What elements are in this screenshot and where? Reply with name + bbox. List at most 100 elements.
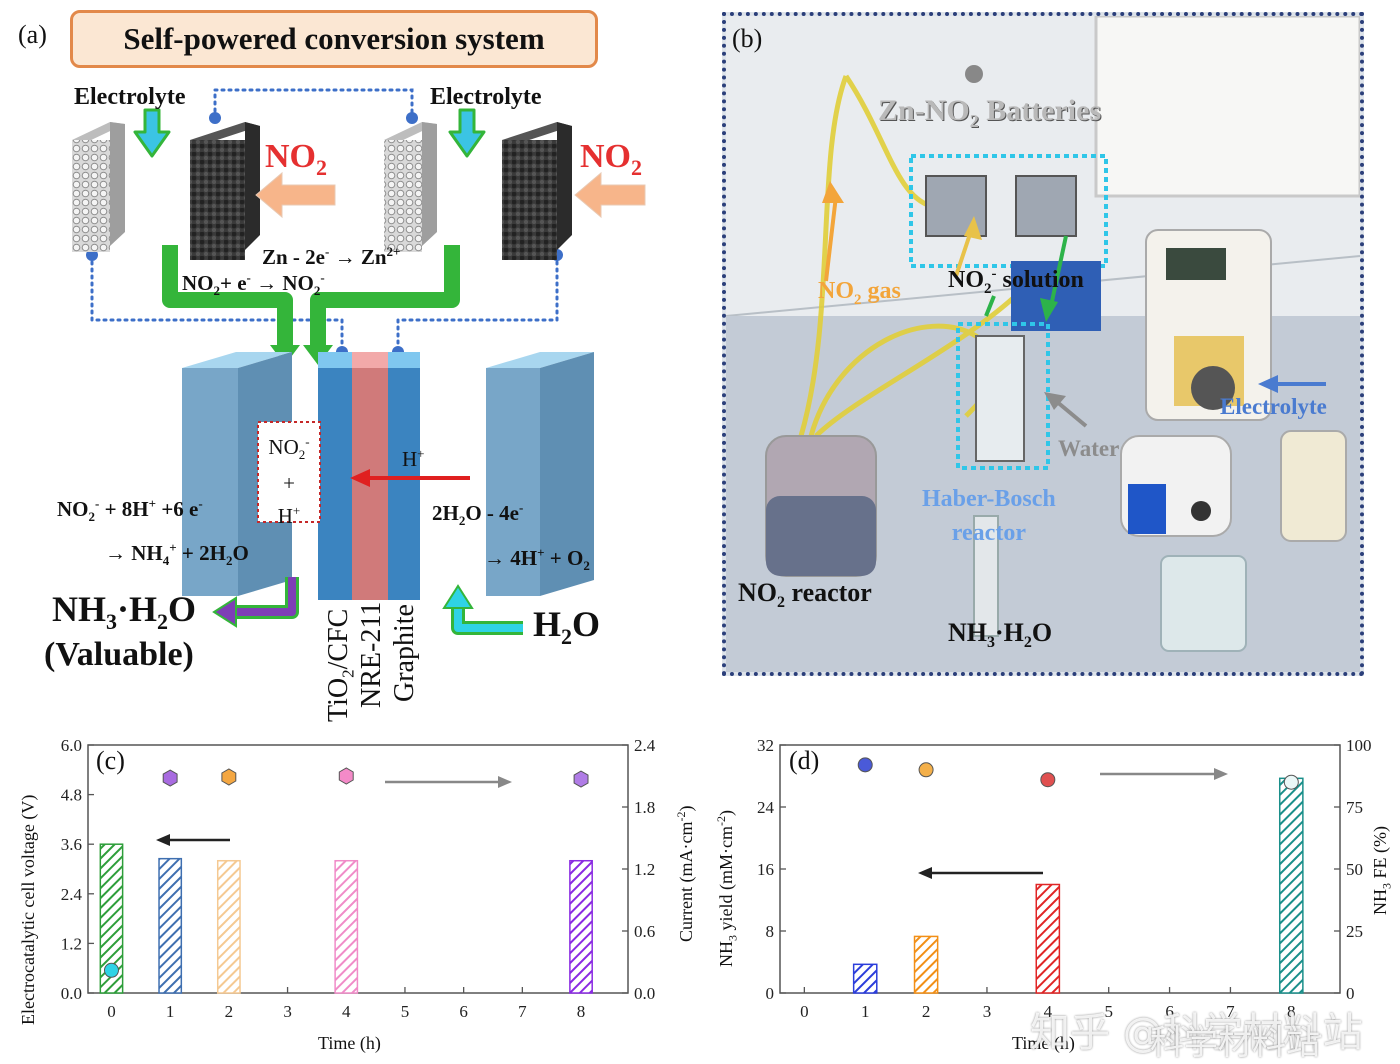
panel-a-diagram xyxy=(72,88,646,635)
bar xyxy=(852,963,878,994)
chart-d-ylabel-left: NH3 yield (mM·cm-2) xyxy=(714,810,740,967)
watermark-line2: 科学材料站 xyxy=(1150,1023,1320,1063)
anode-equation-line2: → 4H+ + O2 xyxy=(484,545,590,574)
left-axis-arrowhead-icon xyxy=(918,867,932,879)
electrolyte-label-right: Electrolyte xyxy=(430,84,542,110)
proton-label: H+ xyxy=(402,446,425,471)
right-axis-arrowhead-icon xyxy=(498,776,512,788)
y-tick-label: 1.2 xyxy=(61,934,82,953)
no2-solution-label: NO2- solution xyxy=(948,266,1084,297)
water-label: Water xyxy=(1058,436,1120,461)
electrolyte-arrow-icon xyxy=(133,108,486,158)
cathode-equation-line2: → NH4+ + 2H2O xyxy=(105,540,249,569)
y-tick-label: 2.4 xyxy=(61,885,83,904)
y-tick-label: 0 xyxy=(766,984,775,1003)
x-tick-label: 1 xyxy=(861,1002,870,1021)
no2-gas-label: NO2 gas xyxy=(818,278,901,308)
chart-c-ylabel-right: Current (mA·cm-2) xyxy=(674,805,696,942)
x-tick-label: 2 xyxy=(225,1002,234,1021)
mesh-electrode-right xyxy=(384,140,422,252)
panel-b-label: (b) xyxy=(732,24,763,53)
x-tick-label: 3 xyxy=(283,1002,292,1021)
tio2-cfc-layer xyxy=(318,352,352,600)
zn-oxidation-equation: Zn - 2e- → Zn2+ xyxy=(262,244,401,269)
y-right-tick-label: 0.0 xyxy=(634,984,655,1003)
chart-d-ylabel-right: NH3 FE (%) xyxy=(1370,826,1394,915)
no2-label-right: NO2 xyxy=(580,138,642,180)
y-right-tick-label: 1.8 xyxy=(634,798,655,817)
water-inflow-arrow-icon xyxy=(442,584,523,635)
no2-label-left: NO2 xyxy=(265,138,327,180)
no2-reactor-label: NO2 reactor xyxy=(738,578,872,612)
y-tick-label: 32 xyxy=(757,736,774,755)
x-tick-label: 5 xyxy=(401,1002,410,1021)
y-right-tick-label: 25 xyxy=(1346,922,1363,941)
chart-c-xlabel: Time (h) xyxy=(318,1033,381,1053)
electrolyte-label: Electrolyte xyxy=(1220,394,1327,419)
y-tick-label: 6.0 xyxy=(61,736,82,755)
scatter-point xyxy=(1283,774,1299,790)
scatter-point xyxy=(918,762,934,778)
scatter-point xyxy=(162,769,178,787)
anode-equation-line1: 2H2O - 4e- xyxy=(432,500,524,529)
x-tick-label: 7 xyxy=(518,1002,527,1021)
panel-a-title: Self-powered conversion system xyxy=(70,10,598,68)
foam-electrode-right xyxy=(502,140,557,260)
layer-label-tio2-cfc: TiO2/CFC xyxy=(323,608,358,722)
scatter-point xyxy=(1040,772,1056,788)
x-tick-label: 8 xyxy=(577,1002,586,1021)
panel-a-label: (a) xyxy=(18,20,47,49)
electrolyte-label-left: Electrolyte xyxy=(74,84,186,110)
x-tick-label: 3 xyxy=(983,1002,992,1021)
chart-c-ylabel-left: Electrocatalytic cell voltage (V) xyxy=(18,794,38,1025)
no2-reduction-equation: NO2+ e- → NO2- xyxy=(182,270,325,299)
bar xyxy=(216,859,241,994)
bar xyxy=(158,857,183,994)
x-tick-label: 1 xyxy=(166,1002,175,1021)
bar xyxy=(1035,883,1061,994)
x-tick-label: 6 xyxy=(459,1002,468,1021)
chart-d-xlabel: Time (h) xyxy=(1012,1033,1075,1053)
left-axis-arrowhead-icon xyxy=(156,834,170,846)
cathode-equation-line1: NO2- + 8H+ +6 e- xyxy=(57,496,203,525)
bar xyxy=(334,859,359,994)
x-tick-label: 0 xyxy=(800,1002,809,1021)
x-tick-label: 6 xyxy=(1165,1002,1174,1021)
scatter-point xyxy=(857,757,873,773)
y-right-tick-label: 100 xyxy=(1346,736,1372,755)
y-tick-label: 4.8 xyxy=(61,786,82,805)
x-tick-label: 5 xyxy=(1104,1002,1113,1021)
layer-label-nre-211: NRE-211 xyxy=(356,601,387,708)
no2-inflow-arrow-icon xyxy=(255,171,646,219)
x-tick-label: 2 xyxy=(922,1002,931,1021)
intermediate-box xyxy=(257,421,321,523)
proton-arrow-icon xyxy=(350,469,470,487)
scatter-point xyxy=(221,768,237,786)
anode-chamber xyxy=(486,368,540,596)
x-tick-label: 7 xyxy=(1226,1002,1235,1021)
x-tick-label: 4 xyxy=(1044,1002,1053,1021)
lab-setup-illustration xyxy=(726,16,1360,672)
bar xyxy=(1278,777,1304,994)
batteries-label: Zn-NO2 Batteries xyxy=(878,94,1102,131)
y-tick-label: 3.6 xyxy=(61,835,82,854)
y-right-tick-label: 75 xyxy=(1346,798,1363,817)
water-label: H2O xyxy=(533,604,601,650)
y-tick-label: 24 xyxy=(757,798,775,817)
panel-b-photo: (b) Zn-NO2 Batteries NO2 gas NO2- soluti… xyxy=(722,12,1364,676)
y-tick-label: 8 xyxy=(766,922,775,941)
scatter-point xyxy=(573,770,589,788)
cathode-chamber xyxy=(182,368,238,596)
watermark-line1: 知乎 @科学材料站 xyxy=(1030,1010,1363,1056)
foam-electrode-left xyxy=(190,140,245,260)
scatter-point xyxy=(103,962,119,978)
y-tick-label: 16 xyxy=(757,860,774,879)
intermediate-species: NO2- + H+ xyxy=(268,434,310,529)
scatter-point xyxy=(338,767,354,785)
right-axis-arrowhead-icon xyxy=(1214,768,1228,780)
panel-d-label: (d) xyxy=(789,746,820,775)
x-tick-label: 8 xyxy=(1287,1002,1296,1021)
mesh-electrode-left xyxy=(72,140,110,252)
